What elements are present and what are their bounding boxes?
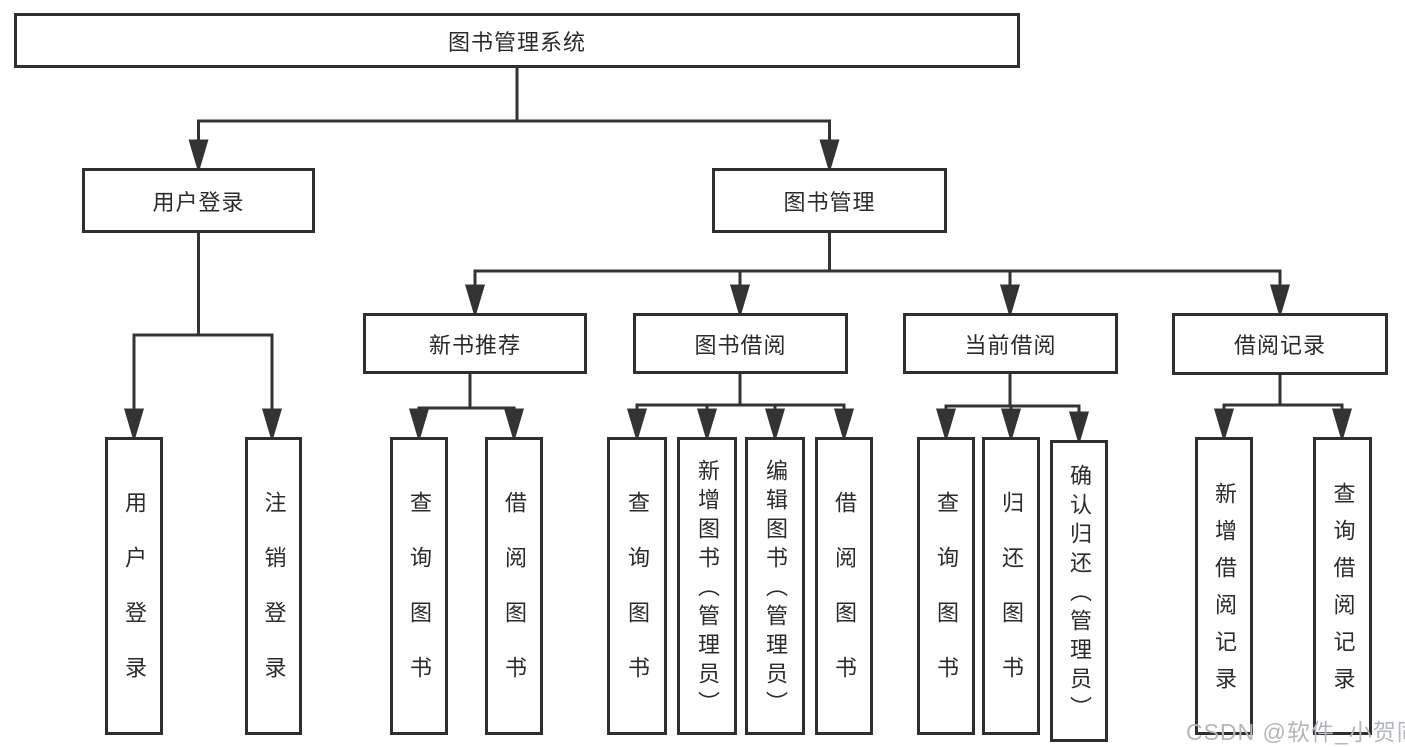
leaf-user-login: 用户登录 — [105, 437, 163, 735]
node-user-login: 用户登录 — [82, 168, 315, 233]
node-root: 图书管理系统 — [14, 13, 1020, 68]
node-book-borrowing: 图书借阅 — [633, 313, 848, 374]
leaf-borrow-books-recommend: 借阅图书 — [485, 437, 543, 735]
leaf-return-books: 归还图书 — [982, 437, 1040, 735]
node-book-management-label: 图书管理 — [783, 189, 876, 215]
csdn-watermark: CSDN @软件_小贺同学 — [1186, 719, 1405, 745]
node-current-borrowing: 当前借阅 — [903, 313, 1118, 374]
node-new-book-recommend: 新书推荐 — [363, 313, 587, 374]
leaf-query-books-current: 查询图书 — [917, 437, 975, 735]
leaf-confirm-return-admin: 确认归还（管理员） — [1050, 440, 1108, 742]
connector-strokes — [123, 68, 1353, 446]
node-user-login-label: 用户登录 — [152, 189, 245, 215]
leaf-query-borrow-record: 查询借阅记录 — [1313, 437, 1372, 735]
leaf-logout: 注销登录 — [245, 437, 302, 735]
leaf-add-borrow-record: 新增借阅记录 — [1195, 437, 1253, 735]
leaf-edit-book-admin: 编辑图书（管理员） — [745, 437, 805, 735]
node-root-label: 图书管理系统 — [447, 29, 586, 55]
leaf-add-book-admin: 新增图书（管理员） — [677, 437, 737, 735]
leaf-borrow-books: 借阅图书 — [815, 437, 873, 735]
leaf-query-books-borrowing: 查询图书 — [607, 437, 667, 735]
node-book-management: 图书管理 — [712, 168, 947, 233]
leaf-query-books-recommend: 查询图书 — [390, 437, 448, 735]
node-borrow-records: 借阅记录 — [1172, 313, 1388, 375]
